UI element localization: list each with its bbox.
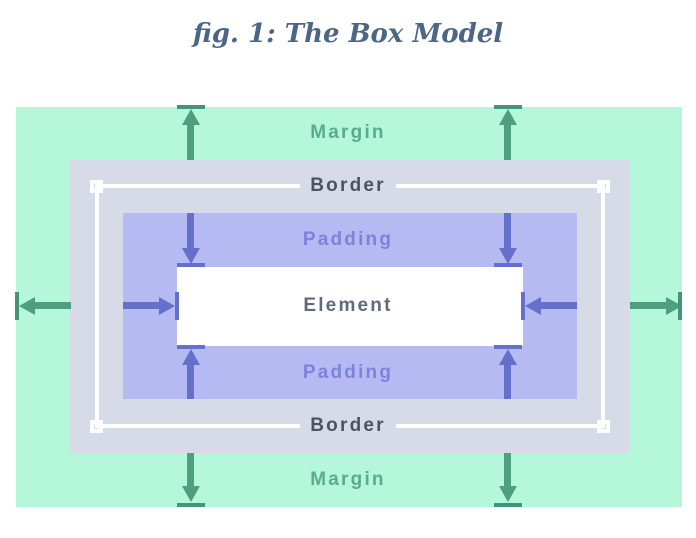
margin-label-top: Margin (0, 122, 696, 144)
border-handle-bottom-left-icon (90, 420, 103, 433)
arrow-head (182, 349, 200, 365)
arrow-shaft (187, 213, 194, 251)
margin-arrow-up-left-icon (177, 103, 205, 160)
arrow-head (182, 109, 200, 125)
margin-arrow-down-right-icon (494, 453, 522, 510)
arrow-shaft (187, 361, 194, 399)
arrow-head (499, 109, 517, 125)
border-handle-top-left-icon (90, 180, 103, 193)
element-box (177, 267, 523, 346)
arrow-shaft (541, 302, 577, 309)
padding-arrow-down-right-icon (494, 213, 522, 269)
margin-arrow-right-icon (625, 292, 682, 320)
arrow-head (159, 297, 175, 315)
arrow-shaft (504, 453, 511, 489)
margin-arrow-left-icon (14, 292, 71, 320)
arrow-shaft (630, 302, 667, 309)
arrow-shaft (187, 121, 194, 160)
arrow-shaft (187, 453, 194, 489)
padding-label-bottom: Padding (0, 362, 696, 384)
figure-title: fig. 1: The Box Model (192, 19, 504, 49)
arrow-terminal (177, 345, 205, 349)
arrow-shaft (123, 302, 160, 309)
element-label-text: Element (303, 295, 393, 316)
arrow-shaft (504, 121, 511, 160)
arrow-head (499, 248, 517, 264)
padding-label-top: Padding (0, 229, 696, 251)
padding-arrow-up-right-icon (494, 343, 522, 399)
padding-label-bottom-text: Padding (302, 362, 394, 383)
arrow-terminal (494, 105, 522, 109)
arrow-head (182, 248, 200, 264)
arrow-terminal (494, 503, 522, 507)
arrow-head (499, 349, 517, 365)
border-label-top: Border (0, 175, 696, 197)
arrow-terminal (494, 345, 522, 349)
arrow-terminal (175, 292, 179, 320)
margin-label-top-text: Margin (310, 122, 386, 143)
margin-label-bottom-text: Margin (310, 469, 386, 490)
padding-label-top-text: Padding (302, 229, 394, 250)
arrow-shaft (504, 213, 511, 251)
arrow-terminal (177, 503, 205, 507)
arrow-head (499, 486, 517, 502)
arrow-terminal (177, 263, 205, 267)
element-label: Element (0, 295, 696, 317)
arrow-terminal (494, 263, 522, 267)
arrow-shaft (34, 302, 71, 309)
border-label-bottom: Border (0, 415, 696, 437)
padding-arrow-down-left-icon (177, 213, 205, 269)
border-label-bottom-text: Border (300, 415, 396, 436)
border-label-top-text: Border (300, 175, 396, 196)
margin-arrow-up-right-icon (494, 103, 522, 160)
border-handle-top-right-icon (597, 180, 610, 193)
arrow-terminal (521, 292, 525, 320)
padding-arrow-right-icon (123, 292, 179, 320)
padding-arrow-left-icon (521, 292, 577, 320)
arrow-terminal (678, 292, 682, 320)
border-handle-bottom-right-icon (597, 420, 610, 433)
arrow-terminal (177, 105, 205, 109)
arrow-terminal (15, 292, 19, 320)
margin-arrow-down-left-icon (177, 453, 205, 510)
padding-arrow-up-left-icon (177, 343, 205, 399)
arrow-head (19, 297, 35, 315)
margin-label-bottom: Margin (0, 469, 696, 491)
arrow-head (525, 297, 541, 315)
arrow-head (182, 486, 200, 502)
arrow-shaft (504, 361, 511, 399)
